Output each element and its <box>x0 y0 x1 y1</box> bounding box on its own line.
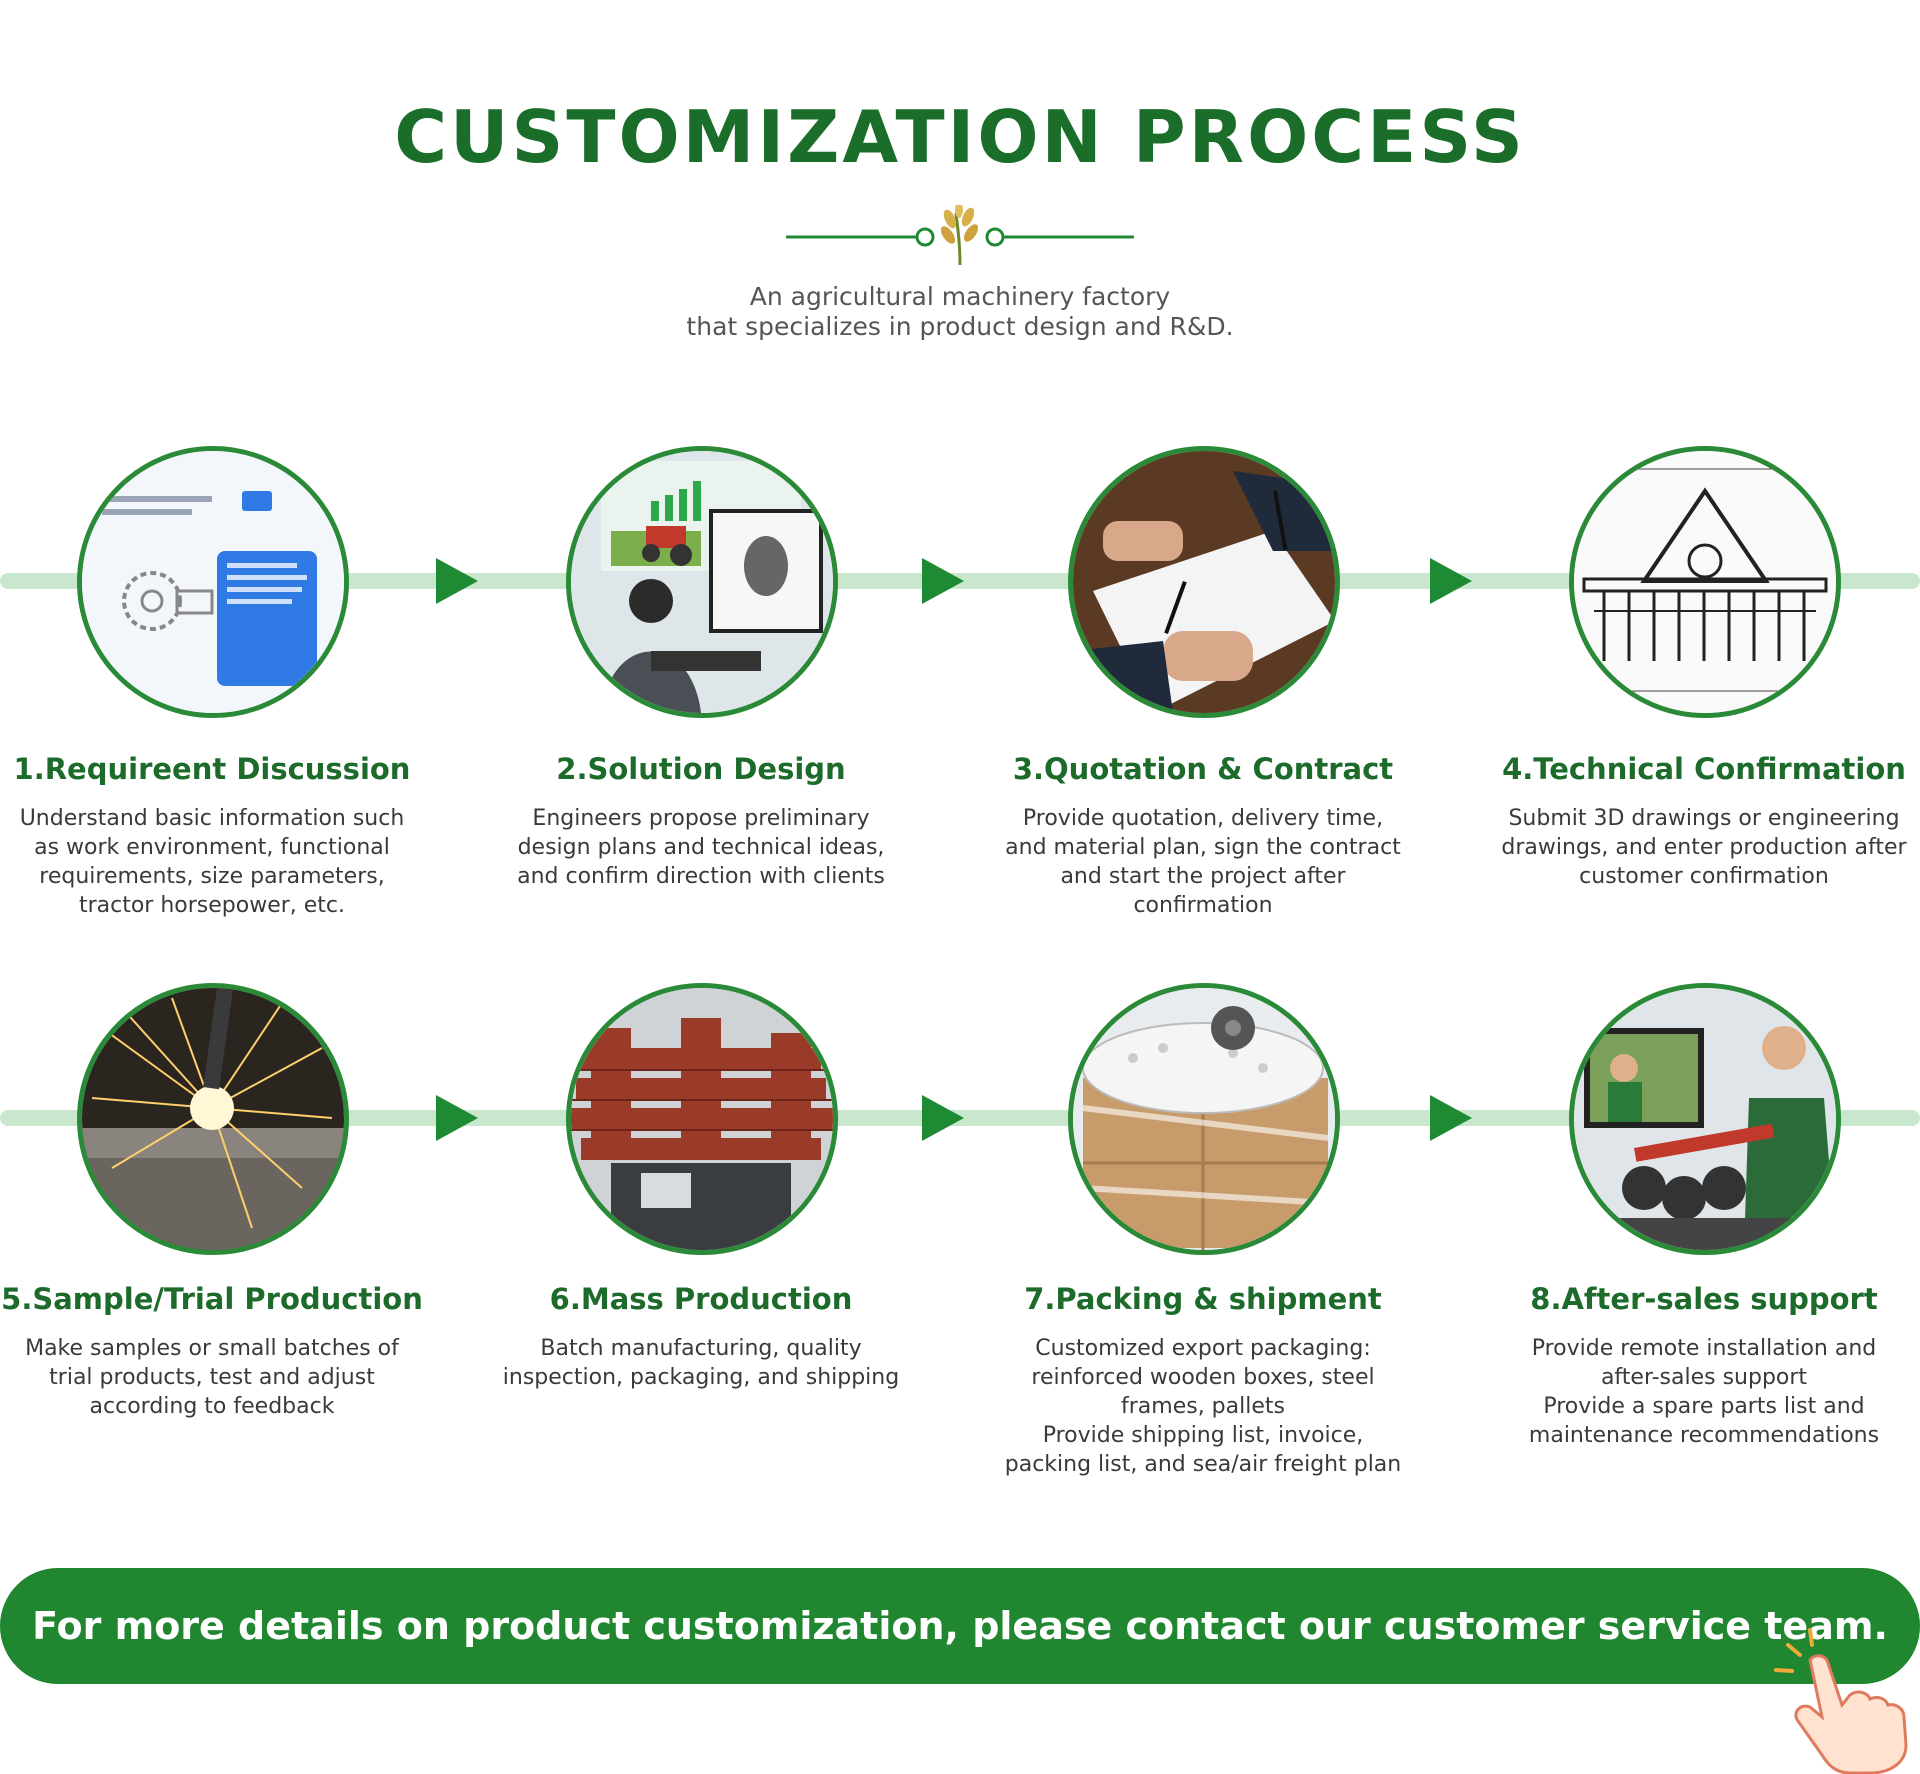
desc-line: customer confirmation <box>1579 864 1829 889</box>
desc-line: Batch manufacturing, quality <box>540 1336 862 1361</box>
desc-line: design plans and technical ideas, <box>517 835 885 860</box>
step-8-description: Provide remote installation and after-sa… <box>1464 1334 1920 1450</box>
desc-line: as work environment, functional <box>34 835 390 860</box>
pointing-hand-icon <box>1774 1628 1908 1774</box>
desc-line: tractor horsepower, etc. <box>78 893 346 918</box>
desc-line: packing list, and sea/air freight plan <box>1004 1452 1402 1477</box>
desc-line: Customized export packaging: <box>1035 1336 1371 1361</box>
desc-line: Provide shipping list, invoice, <box>1042 1423 1364 1448</box>
step-7-description: Customized export packaging: reinforced … <box>963 1334 1443 1479</box>
desc-line: Submit 3D drawings or engineering <box>1508 806 1900 831</box>
arrow-right-icon <box>1430 1095 1472 1141</box>
step-5-image <box>77 983 349 1255</box>
desc-line: maintenance recommendations <box>1528 1423 1880 1448</box>
desc-line: trial products, test and adjust <box>49 1365 375 1390</box>
arrow-right-icon <box>436 558 478 604</box>
step-6-image <box>566 983 838 1255</box>
desc-line: confirmation <box>1133 893 1273 918</box>
step-6-description: Batch manufacturing, quality inspection,… <box>461 1334 941 1392</box>
wheat-divider-icon <box>786 205 1134 265</box>
step-2-image <box>566 446 838 718</box>
desc-line: and start the project after <box>1060 864 1346 889</box>
desc-line: Provide remote installation and <box>1531 1336 1877 1361</box>
desc-line: Make samples or small batches of <box>25 1336 399 1361</box>
step-6-title: 6.Mass Production <box>549 1282 853 1316</box>
step-7-image <box>1068 983 1340 1255</box>
page-title: CUSTOMIZATION PROCESS <box>394 95 1526 179</box>
step-8-title: 8.After-sales support <box>1530 1282 1878 1316</box>
desc-line: Provide quotation, delivery time, <box>1022 806 1384 831</box>
step-7-title: 7.Packing & shipment <box>1024 1282 1382 1316</box>
step-2-title: 2.Solution Design <box>556 752 846 786</box>
subtitle-line: An agricultural machinery factory <box>749 282 1171 311</box>
step-3-title: 3.Quotation & Contract <box>1012 752 1394 786</box>
step-8-image <box>1569 983 1841 1255</box>
desc-line: according to feedback <box>89 1394 335 1419</box>
desc-line: frames, pallets <box>1121 1394 1285 1419</box>
subtitle-line: that specializes in product design and R… <box>686 312 1234 341</box>
desc-line: Understand basic information such <box>19 806 405 831</box>
desc-line: requirements, size parameters, <box>39 864 385 889</box>
desc-line: and confirm direction with clients <box>517 864 885 889</box>
arrow-right-icon <box>436 1095 478 1141</box>
cta-label: For more details on product customizatio… <box>32 1604 1888 1648</box>
step-2-description: Engineers propose preliminary design pla… <box>461 804 941 891</box>
step-3-description: Provide quotation, delivery time, and ma… <box>963 804 1443 920</box>
step-3-image <box>1068 446 1340 718</box>
desc-line: and material plan, sign the contract <box>1005 835 1401 860</box>
step-5-title: 5.Sample/Trial Production <box>1 1282 423 1316</box>
contact-cta-button[interactable]: For more details on product customizatio… <box>0 1568 1920 1684</box>
step-4-title: 4.Technical Confirmation <box>1502 752 1906 786</box>
step-5-description: Make samples or small batches of trial p… <box>0 1334 452 1421</box>
desc-line: inspection, packaging, and shipping <box>502 1365 900 1390</box>
step-4-description: Submit 3D drawings or engineering drawin… <box>1464 804 1920 891</box>
desc-line: drawings, and enter production after <box>1501 835 1907 860</box>
desc-line: Engineers propose preliminary <box>532 806 870 831</box>
arrow-right-icon <box>1430 558 1472 604</box>
desc-line: after-sales support <box>1600 1365 1808 1390</box>
desc-line: Provide a spare parts list and <box>1543 1394 1865 1419</box>
desc-line: reinforced wooden boxes, steel <box>1031 1365 1375 1390</box>
arrow-right-icon <box>922 1095 964 1141</box>
step-1-title: 1.Requireent Discussion <box>13 752 411 786</box>
step-1-image <box>77 446 349 718</box>
arrow-right-icon <box>922 558 964 604</box>
page-subtitle: An agricultural machinery factory that s… <box>0 282 1920 342</box>
step-4-image <box>1569 446 1841 718</box>
step-1-description: Understand basic information such as wor… <box>0 804 452 920</box>
